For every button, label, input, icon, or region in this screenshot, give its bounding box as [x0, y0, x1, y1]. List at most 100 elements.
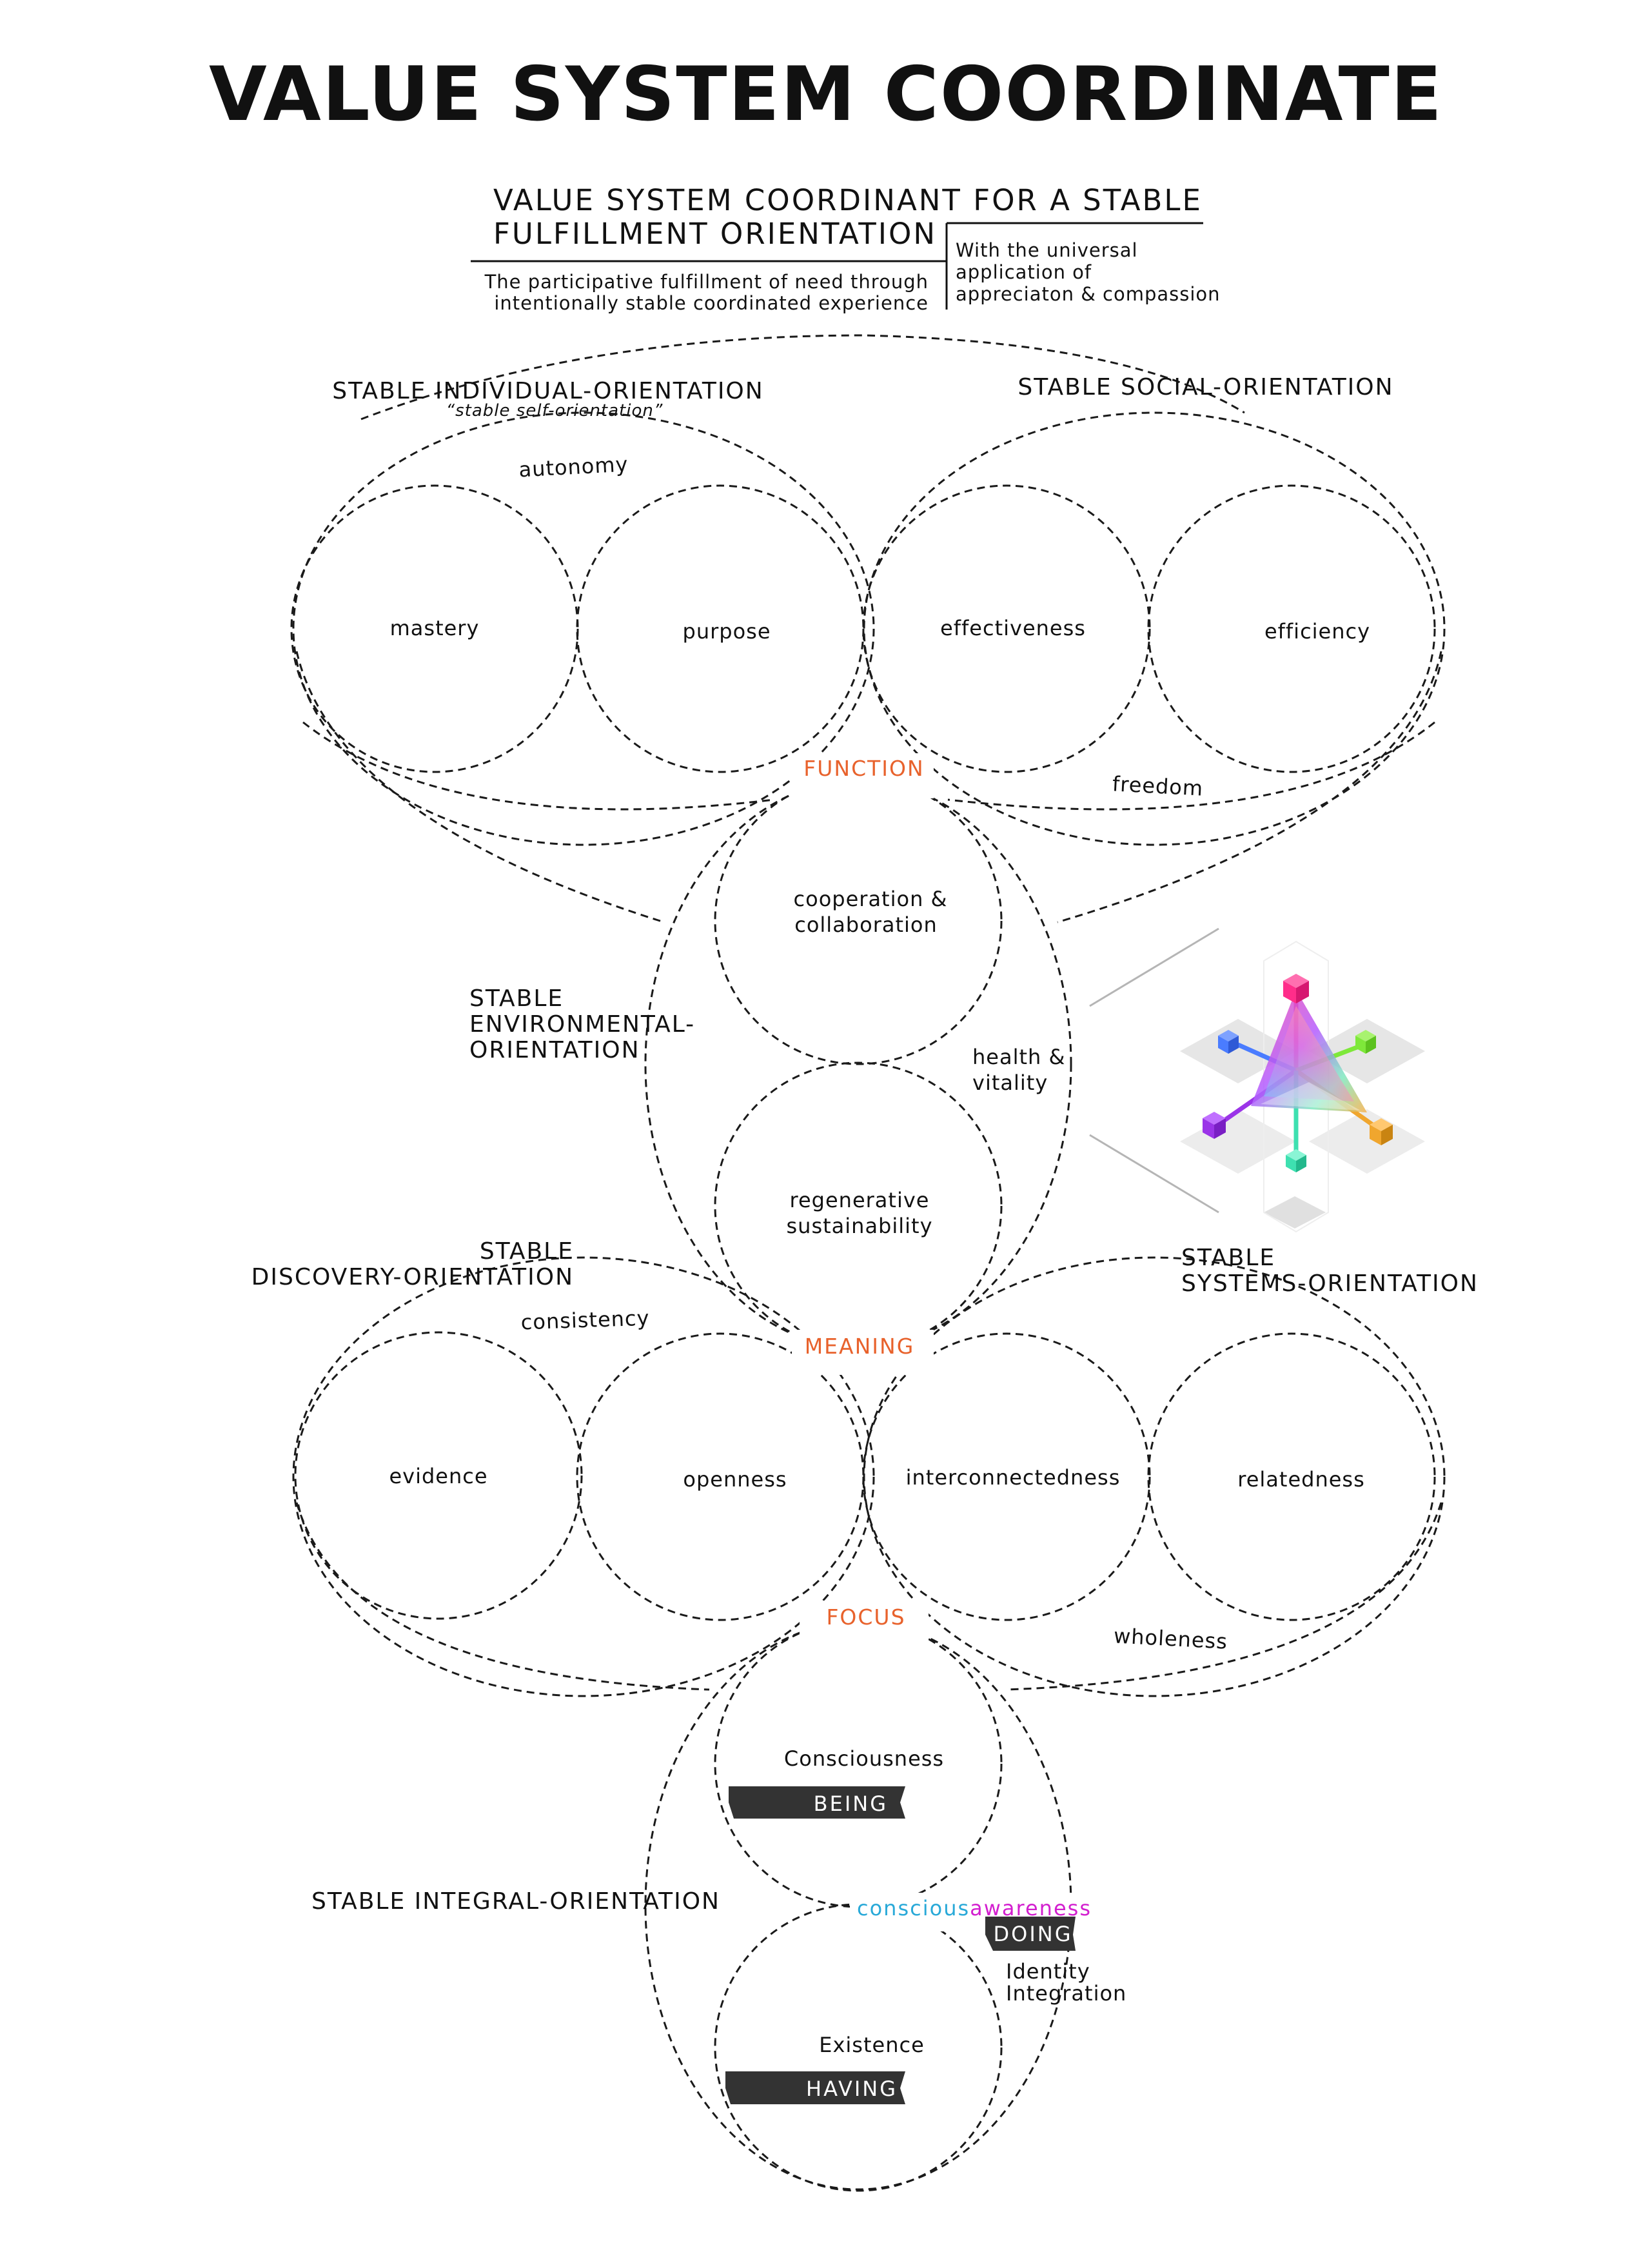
tag-having-bg — [725, 2071, 905, 2104]
discovery-ellipse — [292, 1256, 875, 1697]
circle-label-mastery: mastery — [390, 616, 480, 640]
arc-label-consistency: consistency — [520, 1306, 650, 1335]
header-right-line-2: application of — [956, 261, 1092, 283]
circle-labels: mastery purpose effectiveness efficiency… — [389, 616, 1370, 2057]
awareness-text: awareness — [970, 1896, 1092, 1920]
label-systems-1: STABLE — [1181, 1245, 1275, 1271]
individual-ellipse — [292, 411, 875, 846]
arc-label-identity-1: Identity — [1006, 1959, 1090, 1984]
wrap-left-1 — [295, 651, 665, 923]
circle-label-cooperation-1: cooperation & — [794, 887, 948, 911]
label-environmental-3: ORIENTATION — [469, 1037, 640, 1063]
tag-doing-text: DOING — [994, 1922, 1073, 1946]
circle-label-openness: openness — [683, 1467, 787, 1492]
header-right-line-1: With the universal — [956, 239, 1138, 261]
meaning-node-bg — [792, 1330, 934, 1375]
coordinate-triangle-inner — [1264, 1006, 1354, 1101]
tags: BEING DOING HAVING — [725, 1786, 1076, 2104]
value-coordinate-3d-icon — [1089, 927, 1425, 1233]
tag-doing-bg — [985, 1917, 1076, 1951]
circle-label-purpose: purpose — [683, 619, 771, 644]
circle-effectiveness — [862, 484, 1151, 773]
circle-evidence — [294, 1331, 583, 1620]
header-line-2: FULFILLMENT ORIENTATION — [493, 217, 937, 251]
circle-label-regenerative-1: regenerative — [790, 1188, 930, 1212]
focus-node-bg — [800, 1601, 929, 1646]
arc-label-freedom: freedom — [1112, 771, 1204, 800]
node-function: FUNCTION — [803, 756, 924, 781]
label-social-orientation: STABLE SOCIAL-ORIENTATION — [1018, 374, 1393, 400]
circle-relatedness — [1147, 1332, 1436, 1621]
circle-mastery — [290, 484, 579, 773]
circle-purpose — [576, 484, 865, 773]
arc-label-wholeness: wholeness — [1113, 1623, 1228, 1653]
label-systems-2: SYSTEMS-ORIENTATION — [1181, 1270, 1479, 1297]
circle-label-cooperation-2: collaboration — [794, 913, 938, 937]
cube-right-up — [1355, 1030, 1376, 1054]
guide-line-top — [1089, 927, 1219, 1007]
wrap-right-2 — [947, 721, 1435, 811]
node-focus: FOCUS — [826, 1604, 905, 1630]
guide-box — [1263, 940, 1329, 1233]
tag-doing: DOING — [985, 1917, 1076, 1951]
tag-having: HAVING — [725, 2071, 905, 2104]
wrap-left-2 — [302, 721, 774, 811]
tag-being-bg — [729, 1786, 905, 1819]
circle-label-efficiency: efficiency — [1264, 619, 1370, 644]
arc-label-health-1: health & — [972, 1045, 1065, 1069]
header-block: VALUE SYSTEM COORDINANT FOR A STABLE FUL… — [471, 183, 1221, 314]
grid-plane-bottom — [1264, 1196, 1326, 1229]
guide-line-bottom — [1089, 1134, 1219, 1214]
circle-openness — [576, 1332, 865, 1621]
circle-efficiency — [1147, 484, 1436, 773]
tag-having-text: HAVING — [806, 2077, 898, 2101]
social-ellipse — [863, 411, 1446, 846]
circle-label-regenerative-2: sustainability — [786, 1214, 932, 1238]
cube-right-down — [1370, 1118, 1393, 1145]
tag-being: BEING — [729, 1786, 905, 1819]
top-arc — [360, 334, 1245, 420]
header-line-1: VALUE SYSTEM COORDINANT FOR A STABLE — [493, 183, 1203, 217]
page-title: VALUE SYSTEM COORDINATE — [209, 51, 1443, 138]
orientation-labels: STABLE INDIVIDUAL-ORIENTATION “stable se… — [251, 374, 1479, 1915]
label-individual-orientation: STABLE INDIVIDUAL-ORIENTATION — [332, 378, 763, 404]
header-left-line-2: intentionally stable coordinated experie… — [494, 292, 929, 314]
function-node-bg — [792, 753, 934, 798]
circle-label-evidence: evidence — [389, 1464, 487, 1488]
label-environmental-1: STABLE — [469, 985, 564, 1012]
circle-label-relatedness: relatedness — [1237, 1467, 1365, 1492]
circle-label-existence: Existence — [819, 2033, 925, 2057]
cube-left-up — [1218, 1030, 1239, 1054]
circle-interconnectedness — [862, 1332, 1151, 1621]
cube-bottom — [1286, 1149, 1306, 1172]
conscious-text: conscious — [857, 1896, 970, 1920]
label-environmental-2: ENVIRONMENTAL- — [469, 1011, 695, 1038]
arc-label-autonomy: autonomy — [518, 452, 629, 482]
coordinate-triangle-highlight — [1261, 1082, 1361, 1110]
arc-label-health-2: vitality — [972, 1071, 1048, 1095]
grid-plane-lower-left — [1180, 1109, 1296, 1174]
cube-top — [1283, 974, 1309, 1003]
circle-label-consciousness: Consciousness — [784, 1746, 944, 1771]
cube-left-down — [1203, 1112, 1226, 1139]
wrap-bottom-left — [295, 1502, 710, 1691]
wrap-bottom-right — [1005, 1502, 1442, 1691]
node-labels: FUNCTION MEANING FOCUS consciousawarenes… — [792, 753, 1092, 1931]
tag-being-text: BEING — [814, 1791, 888, 1816]
node-meaning: MEANING — [805, 1334, 915, 1359]
circle-label-effectiveness: effectiveness — [940, 616, 1086, 640]
header-left-line-1: The participative fulfillment of need th… — [484, 271, 929, 293]
label-discovery-1: STABLE — [480, 1238, 574, 1265]
grid-plane-lower-right — [1309, 1109, 1425, 1174]
header-right-line-3: appreciaton & compassion — [956, 283, 1221, 305]
label-individual-subtitle: “stable self-orientation” — [446, 401, 664, 420]
circle-label-interconnectedness: interconnectedness — [906, 1465, 1121, 1490]
wrap-right-1 — [1057, 651, 1442, 923]
label-integral-orientation: STABLE INTEGRAL-ORIENTATION — [311, 1888, 720, 1915]
label-discovery-2: DISCOVERY-ORIENTATION — [251, 1264, 574, 1290]
arc-labels: autonomy freedom health & vitality consi… — [518, 452, 1228, 2006]
node-conscious-awareness: consciousawareness — [857, 1896, 1092, 1920]
arc-label-identity-2: Integration — [1006, 1981, 1126, 2006]
